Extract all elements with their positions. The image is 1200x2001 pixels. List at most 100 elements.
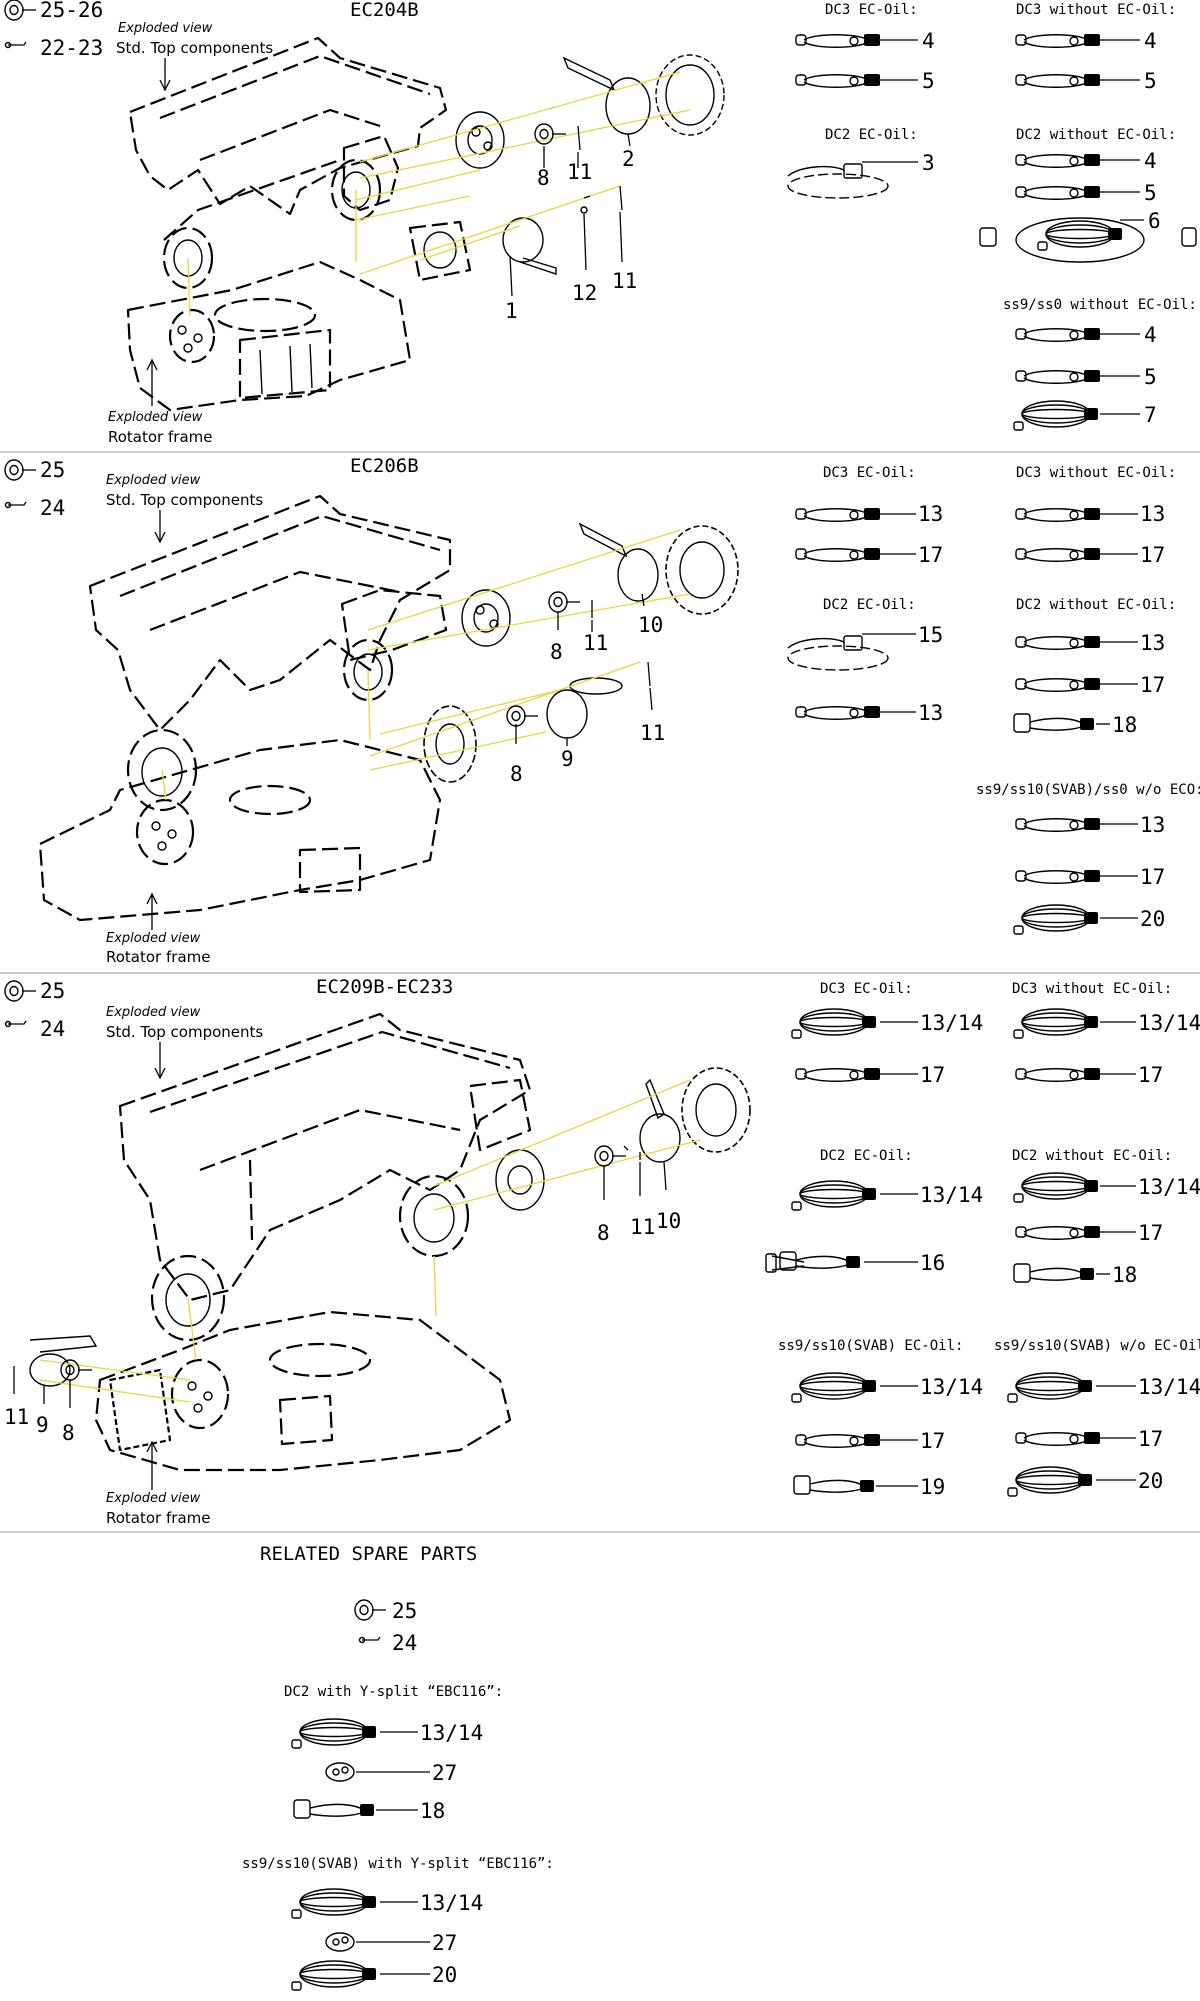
cable-icon [1015,369,1101,384]
kit-item: 13/14 [920,1011,983,1035]
y-split-adapter-icon [325,1762,355,1782]
nut-icon [4,0,37,21]
kit-title: DC3 without EC-Oil: [1016,465,1176,481]
callout-label: 9 [36,1413,49,1437]
callout-label: 11 [583,631,608,655]
callout-label: 10 [656,1209,681,1233]
y-split-cable-icon [293,1799,375,1819]
std-top-label: Std. Top components [106,1023,263,1041]
kit-item: 4 [922,29,935,53]
kit-item: 18 [1112,713,1137,737]
callout-label: 12 [572,281,597,305]
kit-title: ss9/ss10(SVAB) w/o EC-Oil: [994,1338,1200,1354]
hardware-label: 25-26 [40,0,103,22]
exploded-view-note: Exploded view [108,410,203,425]
kit-item: 5 [1144,181,1157,205]
cable-coil-icon [1007,1466,1093,1497]
cable-icon [1015,185,1101,200]
cable-icon [1015,869,1101,884]
kit-title: DC2 EC-Oil: [820,1148,913,1164]
hardware-label: 24 [40,1017,65,1041]
hardware-label: 22-23 [40,36,103,60]
callout-label: 8 [537,166,550,190]
cable-coil-icon [1007,1372,1093,1403]
kit-item: 17 [918,543,943,567]
cable-coil-icon [1013,904,1099,935]
kit-item: 20 [1138,1469,1163,1493]
kit-title: ss9/ss10(SVAB)/ss0 w/o ECO: [976,782,1200,798]
kit-item: 13/14 [920,1183,983,1207]
nut-icon [4,980,37,1002]
callout-label: 8 [597,1221,610,1245]
callout-label: 9 [561,747,574,771]
kit-title: DC2 with Y-split “EBC116”: [284,1684,503,1700]
cable-icon [1015,73,1101,88]
kit-item: 17 [1138,1063,1163,1087]
exploded-view-note: Exploded view [106,1491,201,1506]
kit-item: 13/14 [920,1375,983,1399]
cable-icon [795,705,881,720]
kit-item: 13/14 [1138,1175,1200,1199]
kit-item: 4 [1144,323,1157,347]
cable-loop-icon [787,635,889,671]
y-split-cable-icon [793,1475,875,1495]
callout-label: 2 [622,147,635,171]
kit-item: 13/14 [1138,1375,1200,1399]
callout-label: 11 [567,160,592,184]
kit-item: 13/14 [420,1891,483,1915]
kit-item: 27 [432,1931,457,1955]
cable-icon [795,33,881,48]
callout-label: 11 [640,721,665,745]
kit-title: DC2 without EC-Oil: [1012,1148,1172,1164]
kit-item: 13 [918,701,943,725]
std-top-label: Std. Top components [116,39,273,57]
rotator-frame-label: Rotator frame [106,1509,210,1527]
callout-label: 8 [510,762,523,786]
kit-item: 17 [1140,673,1165,697]
y-split-cable-icon [1013,1263,1095,1283]
kit-title: DC2 EC-Oil: [825,127,918,143]
kit-item: 4 [1144,29,1157,53]
related-title: RELATED SPARE PARTS [260,1543,477,1565]
kit-item: 13 [1140,502,1165,526]
callout-label: 11 [630,1215,655,1239]
hardware-label: 24 [392,1631,417,1655]
related-spare-parts: RELATED SPARE PARTS 25 24 DC2 with Y-spl… [242,1543,554,1991]
cable-icon [1015,635,1101,650]
kit-item: 13 [918,502,943,526]
kit-title: DC2 without EC-Oil: [1016,597,1176,613]
kit-item: 6 [1148,209,1161,233]
bolt-icon [4,501,27,509]
nut-icon [354,1599,387,1621]
section-title: EC206B [350,455,419,477]
hardware-label: 25 [40,458,65,482]
cable-coil-icon [791,1180,877,1211]
cable-coil-icon [1013,400,1099,431]
kit-title: ss9/ss10(SVAB) with Y-split “EBC116”: [242,1856,554,1872]
cable-icon [1015,677,1101,692]
exploded-view-note: Exploded view [106,473,201,488]
cable-coil-icon [291,1960,377,1991]
bolt-icon [4,1020,27,1028]
kit-item: 18 [1112,1263,1137,1287]
kit-item: 27 [432,1761,457,1785]
callout-label: 1 [505,299,518,323]
cable-icon [1015,327,1101,342]
kit-item: 19 [920,1475,945,1499]
kit-item: 4 [1144,149,1157,173]
kit-title: DC2 without EC-Oil: [1016,127,1176,143]
nut-icon [548,591,581,613]
y-split-adapter-icon [325,1932,355,1952]
kit-item: 17 [920,1429,945,1453]
rotator-frame-label: Rotator frame [108,428,212,446]
harness-coil-icon [1037,220,1123,251]
kit-item: 13 [1140,813,1165,837]
cable-loop-icon [787,163,889,199]
cable-icon [1015,1225,1101,1240]
hardware-label: 24 [40,496,65,520]
bolt-icon [4,41,27,49]
exploded-view-note: Exploded view [106,1005,201,1020]
exploded-view-note: Exploded view [118,21,213,36]
kit-item: 5 [1144,69,1157,93]
